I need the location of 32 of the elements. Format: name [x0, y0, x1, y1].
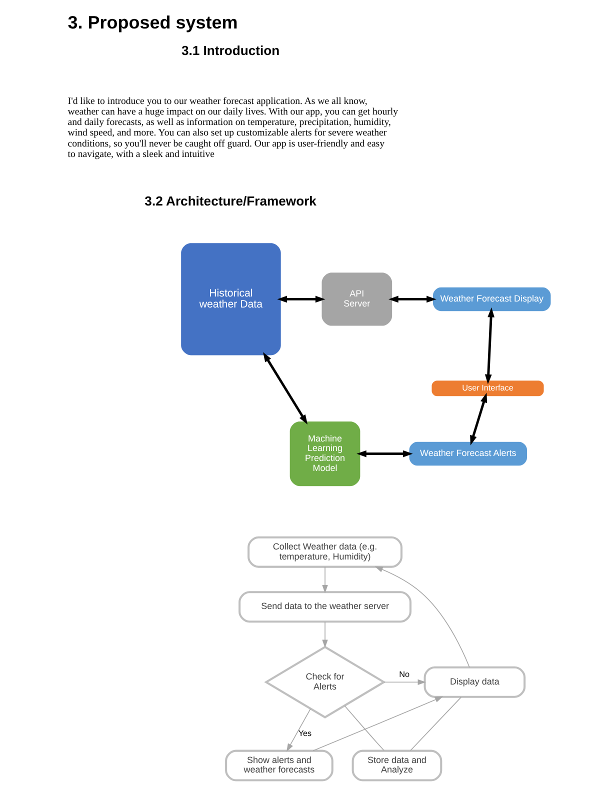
node-box: User Interface [432, 380, 544, 396]
node-box: Show alerts and weather forecasts [225, 750, 334, 782]
connector [344, 705, 385, 752]
arrow [384, 679, 426, 685]
arrow [388, 296, 436, 303]
arrow [286, 708, 311, 752]
node-box: Machine Learning Prediction Model [290, 421, 360, 486]
node-box: Historical weather Data [181, 243, 281, 356]
node-box: Send data to the weather server [238, 591, 412, 623]
label: 3.1 Introduction [181, 42, 280, 58]
node-box: Weather Forecast Alerts [409, 442, 527, 466]
node-box: Store data and Analyze [352, 750, 442, 782]
label: 3.2 Architecture/Framework [144, 193, 316, 208]
diagram-title: 3. Proposed system [68, 12, 238, 33]
node-box: Display data [424, 666, 526, 698]
arrow [470, 392, 488, 446]
node-diamond: Check for Alerts [264, 646, 386, 718]
arrow [312, 696, 444, 752]
edge-label: Yes [298, 729, 312, 738]
arrow [262, 352, 308, 425]
arrow [484, 307, 494, 384]
label: I'd like to introduce you to our weather forecast application. As we all know, weather can have a huge impact on our daily lives. With our app, you can get hourly and daily forecasts, as well as information on temperature, precipitation, humidity, wind speed, and more. You can also set up customizable alerts for severe weather conditions, so you'll never be caught off guard. Our app is user-friendly and easy to navigate, with a sleek and intuitive [68, 96, 398, 160]
arrow [322, 621, 328, 648]
node-box: Weather Forecast Display [432, 287, 551, 312]
arrow [322, 566, 328, 594]
node-box: API Server [322, 272, 392, 326]
edge-label: No [399, 670, 410, 680]
arrow [277, 296, 326, 303]
connector [410, 696, 462, 752]
node-box: Collect Weather data (e.g. temperature, Humidity) [248, 536, 402, 568]
arrow [356, 450, 413, 458]
arrow [374, 566, 470, 668]
